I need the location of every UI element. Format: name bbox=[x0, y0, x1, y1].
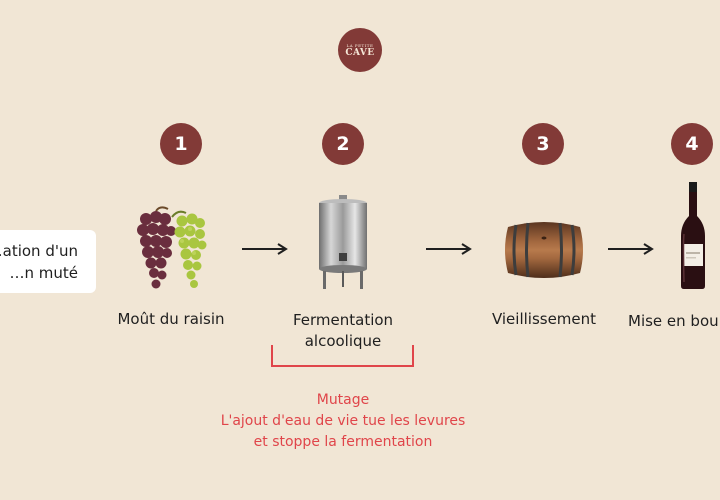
arrow-right-icon bbox=[608, 243, 654, 255]
mutage-title: Mutage bbox=[316, 392, 370, 408]
step-3-number: 3 bbox=[522, 123, 564, 165]
title-card-line-1: …ation d'un bbox=[0, 242, 78, 260]
logo-big-text: CAVE bbox=[345, 47, 375, 58]
mutage-bracket bbox=[271, 345, 414, 367]
fermentation-tank-icon bbox=[319, 195, 367, 289]
wine-bottle-icon bbox=[681, 182, 705, 289]
step-3-label: Vieillissement bbox=[491, 310, 597, 328]
step-2-label-line-1: Fermentation bbox=[292, 311, 394, 329]
step-4-number: 4 bbox=[671, 123, 713, 165]
step-4-label: Mise en bou… bbox=[628, 312, 720, 330]
step-1-label: Moût du raisin bbox=[117, 310, 225, 328]
arrow-right-icon bbox=[242, 243, 288, 255]
title-card: …ation d'un …n muté bbox=[0, 230, 96, 293]
mutage-line-1: L'ajout d'eau de vie tue les levures bbox=[220, 413, 466, 429]
grapes-icon bbox=[137, 206, 207, 289]
mutage-line-2: et stoppe la fermentation bbox=[253, 434, 433, 450]
step-2-label-line-2: alcoolique bbox=[304, 332, 382, 350]
step-1-number: 1 bbox=[160, 123, 202, 165]
barrel-icon bbox=[505, 222, 583, 278]
arrow-right-icon bbox=[426, 243, 472, 255]
brand-logo: LA PETITE CAVE bbox=[338, 28, 382, 72]
title-card-line-2: …n muté bbox=[9, 264, 78, 282]
logo-small-text: LA PETITE bbox=[346, 42, 374, 48]
step-2-number: 2 bbox=[322, 123, 364, 165]
